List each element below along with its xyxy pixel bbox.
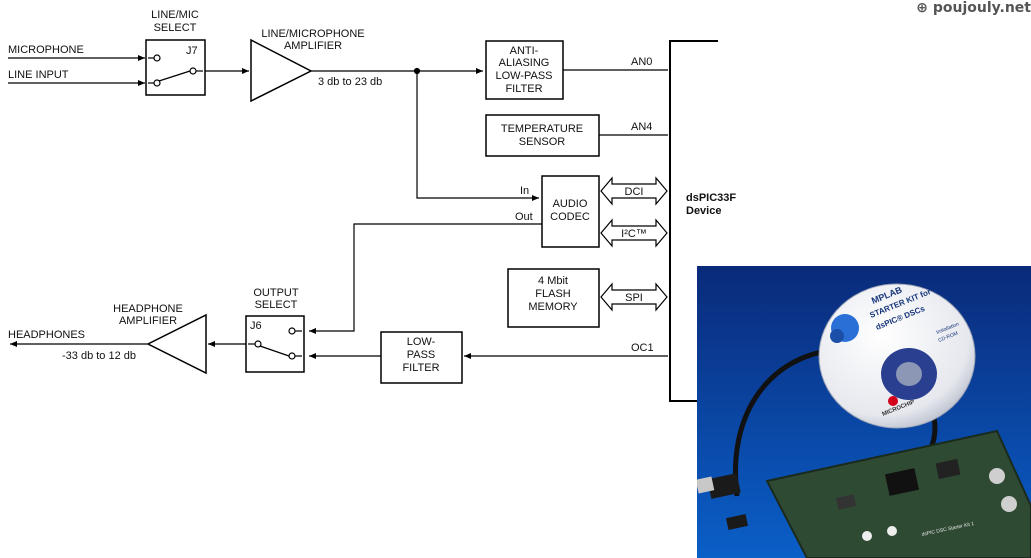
amplifier-title-1: LINE/MICROPHONE: [261, 28, 364, 40]
line-input-label: LINE INPUT: [8, 69, 69, 81]
dci-label: DCI: [625, 186, 644, 198]
headphone-amp-title-2: AMPLIFIER: [119, 315, 177, 327]
codec-out-label: Out: [515, 211, 533, 223]
anti-aliasing-l3: LOW-PASS: [495, 70, 552, 82]
amplifier-title-2: AMPLIFIER: [284, 40, 342, 52]
codec-l1: AUDIO: [553, 198, 588, 210]
lowpass-l3: FILTER: [402, 362, 439, 374]
temperature-l1: TEMPERATURE: [501, 123, 583, 135]
anti-aliasing-l2: ALIASING: [499, 57, 550, 69]
microchip-logo: [888, 396, 898, 406]
an0-pin-label: AN0: [631, 56, 652, 68]
an4-pin-label: AN4: [631, 121, 652, 133]
output-select-title-2: SELECT: [255, 299, 298, 311]
line-mic-select-title-2: SELECT: [154, 22, 197, 34]
lowpass-l2: PASS: [407, 349, 436, 361]
codec-in-label: In: [520, 185, 529, 197]
headphones-label: HEADPHONES: [8, 329, 85, 341]
j6-label: J6: [250, 320, 262, 332]
temperature-l2: SENSOR: [519, 136, 566, 148]
microphone-label: MICROPHONE: [8, 44, 84, 56]
flash-l1: 4 Mbit: [538, 275, 568, 287]
oc1-pin-label: OC1: [631, 342, 654, 354]
anti-aliasing-l4: FILTER: [505, 83, 542, 95]
flash-l2: FLASH: [535, 288, 571, 300]
device-label: Device: [686, 205, 721, 217]
line-mic-select-title-1: LINE/MIC: [151, 9, 199, 21]
cd-rom-disc: MPLAB STARTER KIT for dsPIC® DSCs Instal…: [819, 284, 975, 428]
amplifier-gain: 3 db to 23 db: [318, 76, 382, 88]
codec-l2: CODEC: [550, 211, 590, 223]
headphone-amp-gain: -33 db to 12 db: [62, 350, 136, 362]
starter-kit-photo: MPLAB STARTER KIT for dsPIC® DSCs Instal…: [697, 266, 1031, 558]
i2c-label: I²C™: [621, 228, 647, 240]
output-select-title-1: OUTPUT: [253, 287, 299, 299]
j7-label: J7: [186, 45, 198, 57]
anti-aliasing-l1: ANTI-: [510, 45, 539, 57]
spi-label: SPI: [625, 292, 643, 304]
lowpass-l1: LOW-: [407, 336, 436, 348]
device-name: dsPIC33F: [686, 192, 736, 204]
flash-l3: MEMORY: [528, 301, 578, 313]
headphone-amp-title-1: HEADPHONE: [113, 303, 183, 315]
